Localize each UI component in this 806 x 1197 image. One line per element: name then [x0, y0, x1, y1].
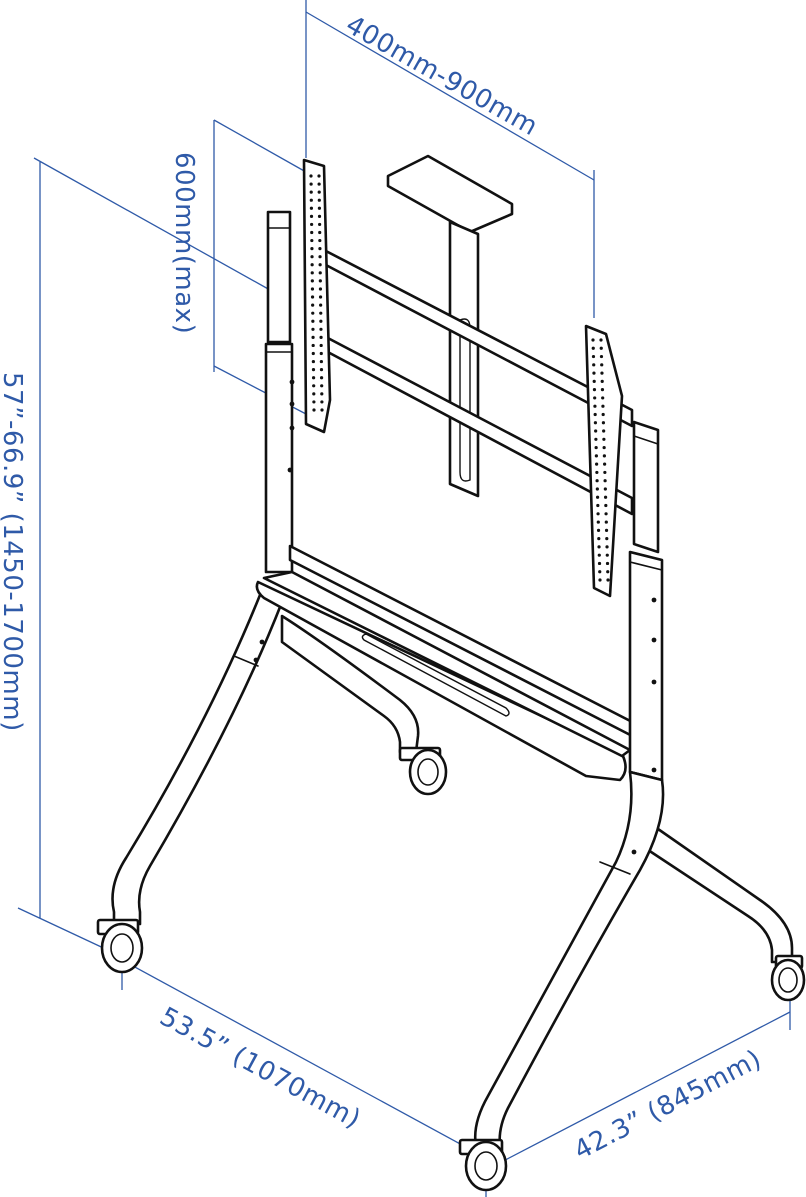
- right-front-caster: [458, 1138, 508, 1192]
- right-column-upper: [632, 420, 660, 554]
- base-width-dimension-line: [121, 959, 487, 1159]
- camera-tray: [386, 154, 514, 234]
- left-vesa-bracket: [302, 158, 332, 434]
- post-adjustment-slot: [459, 318, 471, 482]
- shelf-cable-slot: [361, 633, 510, 717]
- vesa-width-label: 400mm-900mm: [341, 10, 543, 142]
- base-crossbar: [288, 544, 642, 742]
- right-column-lower: [628, 550, 664, 782]
- left-front-caster: [96, 918, 144, 974]
- height-extension-bottom: [17, 907, 113, 953]
- rear-right-caster: [770, 954, 806, 1002]
- tv-stand-illustration: [96, 154, 806, 1192]
- rear-right-base-arm: [634, 820, 794, 964]
- base-depth-dimension-line: [485, 1011, 791, 1171]
- rear-left-caster: [398, 746, 448, 796]
- height-label: 57”-66.9” (1450-1700mm): [0, 372, 27, 732]
- left-front-leg: [111, 588, 284, 926]
- height-extension-top: [33, 157, 271, 291]
- vesa-width-dimension-line: [305, 11, 595, 181]
- right-front-leg: [473, 770, 665, 1148]
- left-column-upper: [266, 210, 292, 344]
- rear-left-base-arm: [280, 614, 420, 754]
- left-column-lower: [264, 342, 294, 574]
- vesa-height-extension-top: [213, 119, 307, 173]
- vesa-height-label: 600mm(max): [169, 152, 199, 334]
- base-width-label: 53.5” (1070mm): [155, 1002, 366, 1135]
- right-vesa-bracket: [584, 324, 624, 598]
- base-depth-label: 42.3” (845mm): [569, 1044, 766, 1166]
